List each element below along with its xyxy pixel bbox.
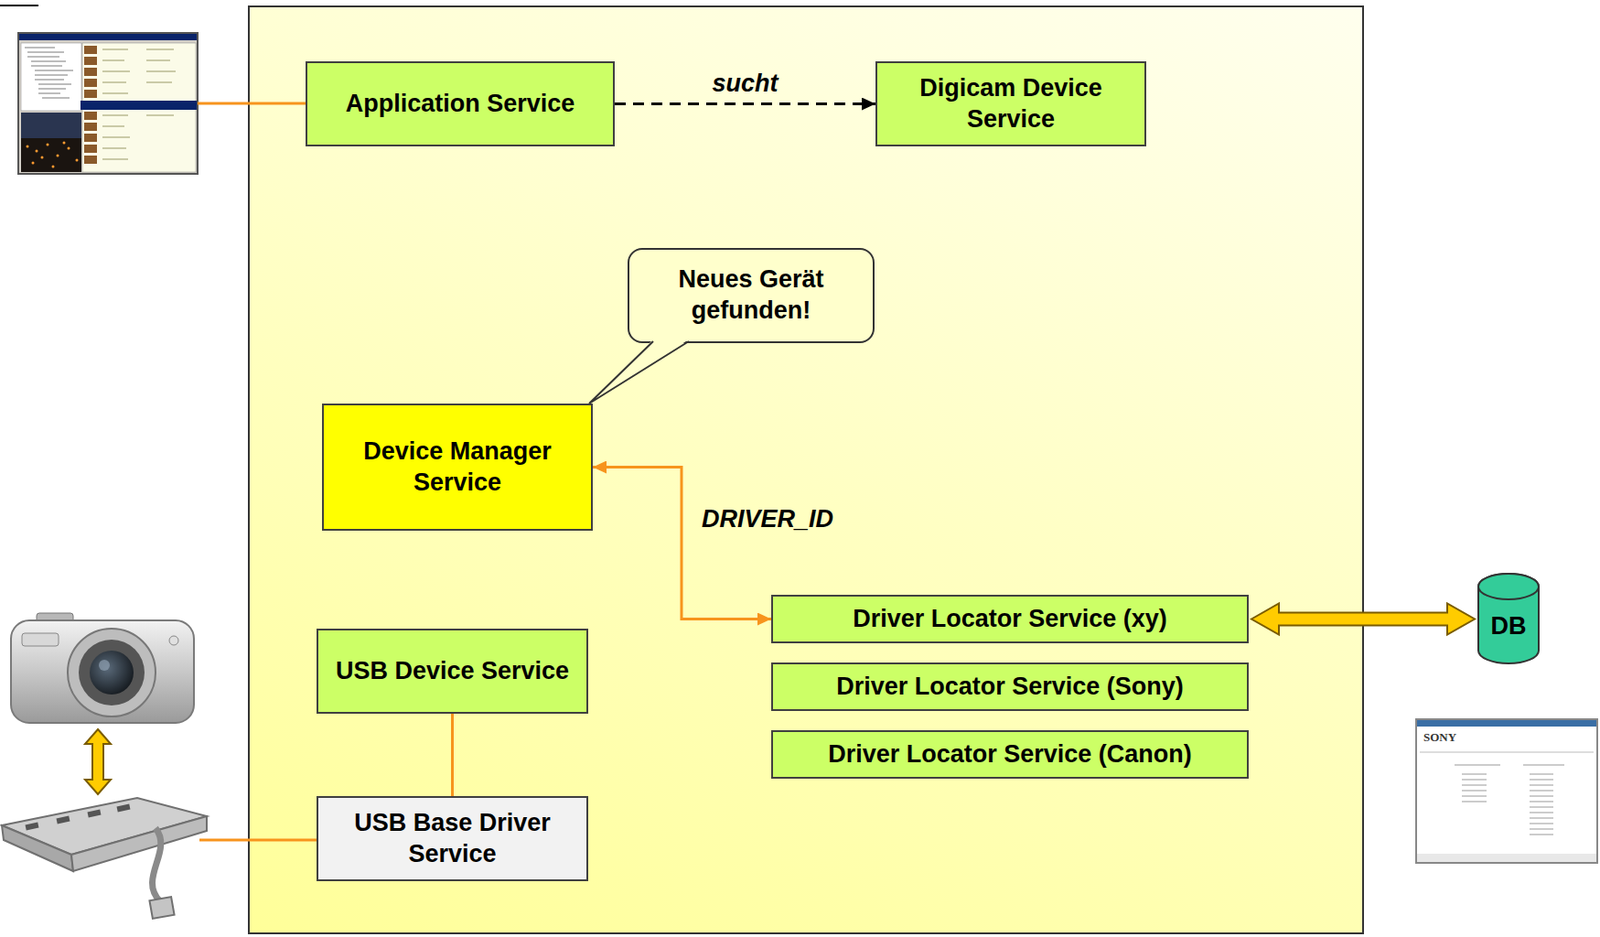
brand-label: SONY xyxy=(1423,730,1457,745)
application-screenshot xyxy=(18,32,198,174)
connector-line xyxy=(451,713,454,796)
connector-line xyxy=(592,467,772,620)
manager-box: Device Manager Service xyxy=(322,403,593,531)
locator-box: Driver Locator Service (Sony) xyxy=(771,662,1249,711)
speech-callout: Neues Gerät gefunden! xyxy=(627,247,875,344)
node-text: Driver Locator Service (Sony) xyxy=(836,671,1184,703)
driver-box: USB Base Driver Service xyxy=(316,795,589,881)
corner-mark xyxy=(0,4,39,7)
service-box: Digicam Device Service xyxy=(875,61,1147,147)
locator-box: Driver Locator Service (Canon) xyxy=(771,730,1249,779)
locator-box: Driver Locator Service (xy) xyxy=(771,594,1249,644)
node-text: Driver Locator Service (Canon) xyxy=(827,739,1192,771)
node-text: Application Service xyxy=(345,88,576,120)
camera-hub-arrow xyxy=(85,729,111,795)
node-text: Neues Gerät gefunden! xyxy=(638,264,864,327)
block-arrow xyxy=(1251,603,1475,635)
callout-tail xyxy=(627,247,875,344)
web-screenshot xyxy=(1416,719,1598,863)
service-box: USB Device Service xyxy=(316,628,589,714)
camera-illustration xyxy=(10,612,194,723)
node-text: Device Manager Service xyxy=(332,436,582,499)
app-link-line xyxy=(197,102,306,106)
node-text: USB Base Driver Service xyxy=(327,807,578,870)
usb-hub-illustration xyxy=(1,797,207,919)
service-box: Application Service xyxy=(305,61,615,147)
node-text: Driver Locator Service (xy) xyxy=(852,603,1168,635)
node-text: USB Device Service xyxy=(335,655,570,688)
node-text: Digicam Device Service xyxy=(886,73,1136,136)
node-text: DB xyxy=(1491,611,1527,643)
dashed-arrow xyxy=(614,102,876,106)
edge-label: DRIVER_ID xyxy=(701,504,834,534)
usb-link-line xyxy=(199,838,317,842)
edge-label: sucht xyxy=(711,68,778,98)
database-cylinder: DB xyxy=(1477,573,1540,664)
